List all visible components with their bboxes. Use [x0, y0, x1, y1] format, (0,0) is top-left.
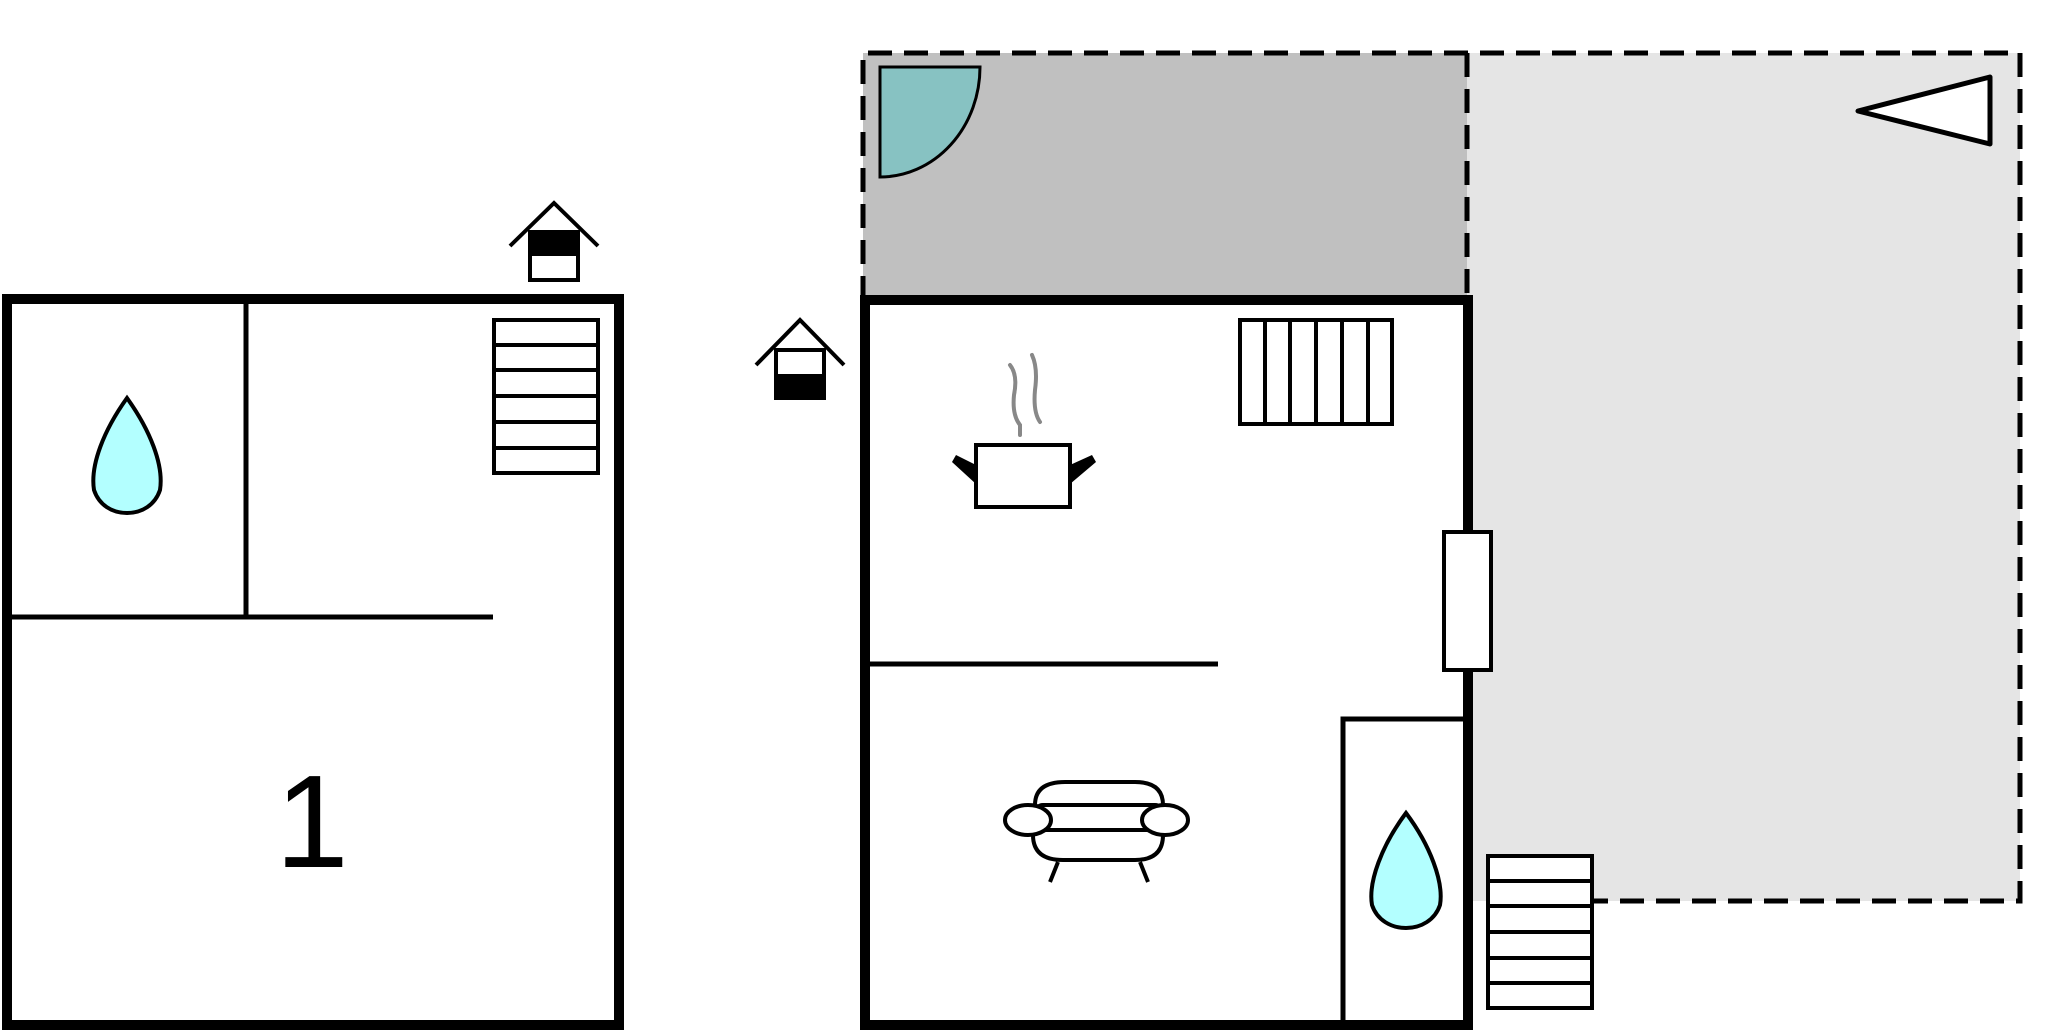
terrace-dashed-outline — [860, 50, 2023, 904]
entrance-icon — [754, 317, 846, 400]
stairs-icon — [1486, 854, 1594, 1010]
door-swing-icon — [878, 65, 982, 179]
stairs-icon — [1238, 318, 1394, 426]
north-arrow-icon — [1855, 74, 1993, 147]
bathroom-partition — [1340, 716, 1468, 1025]
stairs-icon — [492, 318, 600, 475]
floor-left: 1 — [2, 294, 624, 1030]
window-icon — [1442, 530, 1493, 672]
entrance-icon — [508, 200, 600, 282]
bathroom-drop-icon — [1369, 809, 1443, 931]
kitchen-pot-icon — [952, 353, 1096, 509]
floor-number-label: 1 — [275, 748, 348, 895]
floor-right — [860, 295, 1473, 1030]
bathroom-drop-icon — [91, 394, 163, 516]
terrace-open-area — [1467, 53, 2020, 901]
sofa-icon — [1003, 780, 1190, 883]
